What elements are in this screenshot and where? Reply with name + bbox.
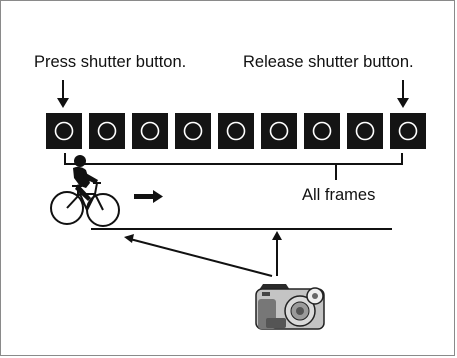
cyclist-icon [50, 155, 120, 227]
frame-1 [46, 113, 82, 149]
frame-6 [261, 113, 297, 149]
frames-strip [46, 113, 426, 149]
frame-4 [175, 113, 211, 149]
frame-9 [390, 113, 426, 149]
frame-5 [218, 113, 254, 149]
release-arrow-icon [397, 80, 409, 108]
frame-3 [132, 113, 168, 149]
frame-8 [347, 113, 383, 149]
frame-circle-icon [140, 121, 160, 141]
press-arrow-icon [57, 80, 69, 108]
right-arrow-icon [134, 190, 163, 203]
camera-icon [255, 284, 325, 330]
frame-circle-icon [398, 121, 418, 141]
all-frames-bracket [64, 153, 403, 180]
frame-circle-icon [269, 121, 289, 141]
view-arrows [124, 231, 282, 277]
press-shutter-label: Press shutter button. [34, 53, 187, 71]
frame-7 [304, 113, 340, 149]
frame-2 [89, 113, 125, 149]
frame-circle-icon [312, 121, 332, 141]
frame-circle-icon [183, 121, 203, 141]
frame-circle-icon [54, 121, 74, 141]
frame-circle-icon [97, 121, 117, 141]
frame-circle-icon [355, 121, 375, 141]
frame-circle-icon [226, 121, 246, 141]
all-frames-label: All frames [302, 186, 376, 204]
release-shutter-label: Release shutter button. [243, 53, 414, 71]
